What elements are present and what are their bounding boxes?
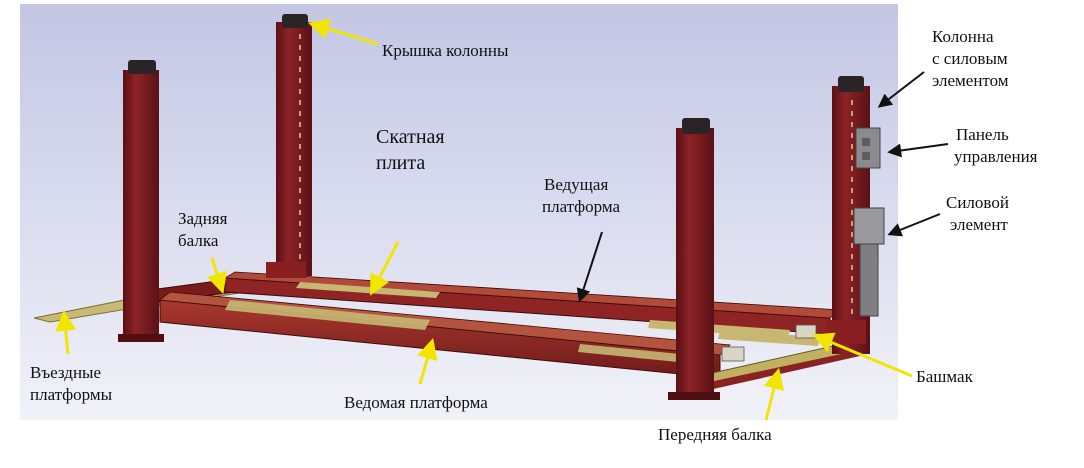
label-drive-platform: Ведущая платформа <box>542 174 620 218</box>
arrow-power-unit <box>887 213 941 237</box>
label-control-panel-line1: Панель <box>956 125 1009 144</box>
label-entry-platforms: Въездные платформы <box>30 362 112 406</box>
label-column-cap: Крышка колонны <box>382 41 509 60</box>
arrow-column-cap <box>307 18 379 46</box>
shoe-left <box>721 346 745 362</box>
label-power-column-line2: с силовым <box>932 49 1008 68</box>
label-power-column-line3: элементом <box>932 71 1009 90</box>
label-power-unit: Силовой элемент <box>946 192 1009 236</box>
arrow-drive-platform <box>576 231 603 303</box>
arrow-ramp-plate <box>370 241 400 296</box>
label-driven-platform: Ведомая платформа <box>344 393 488 412</box>
label-entry-platforms-line2: платформы <box>30 385 113 404</box>
label-power-column: Колонна с силовым элементом <box>932 26 1009 92</box>
column-front-left <box>668 118 720 400</box>
arrow-control-panel <box>887 143 949 158</box>
label-ramp-plate-line1: Скатная <box>376 126 445 148</box>
label-shoe: Башмак <box>916 367 973 386</box>
arrow-entry-platforms <box>55 309 77 355</box>
label-power-unit-line1: Силовой <box>946 193 1009 212</box>
driven-platform-shape <box>158 291 731 379</box>
label-power-unit-line2: элемент <box>950 215 1008 234</box>
label-rear-beam: Задняя балка <box>178 208 227 252</box>
arrow-rear-beam <box>206 257 228 295</box>
label-ramp-plate-line2: плита <box>376 152 426 174</box>
label-entry-platforms-line1: Въездные <box>30 363 102 382</box>
arrow-driven-platform <box>417 337 438 385</box>
control-panel-box <box>855 127 881 169</box>
label-rear-beam-line2: балка <box>178 231 219 250</box>
arrow-shoe <box>812 332 913 378</box>
power-unit-box <box>853 207 885 317</box>
label-ramp-plate: Скатная плита <box>376 124 445 176</box>
arrow-front-beam <box>763 367 785 421</box>
label-drive-platform-line2: платформа <box>542 197 621 216</box>
shoe-right <box>795 324 817 339</box>
label-front-beam: Передняя балка <box>658 425 772 444</box>
label-control-panel: Панель управления <box>954 124 1038 168</box>
label-rear-beam-line1: Задняя <box>178 209 228 228</box>
label-control-panel-line2: управления <box>954 147 1038 166</box>
column-rear-left <box>118 60 164 342</box>
column-rear-right <box>266 14 312 278</box>
arrow-power-column <box>877 71 925 108</box>
label-drive-platform-line1: Ведущая <box>544 175 609 194</box>
label-power-column-line1: Колонна <box>932 27 994 46</box>
